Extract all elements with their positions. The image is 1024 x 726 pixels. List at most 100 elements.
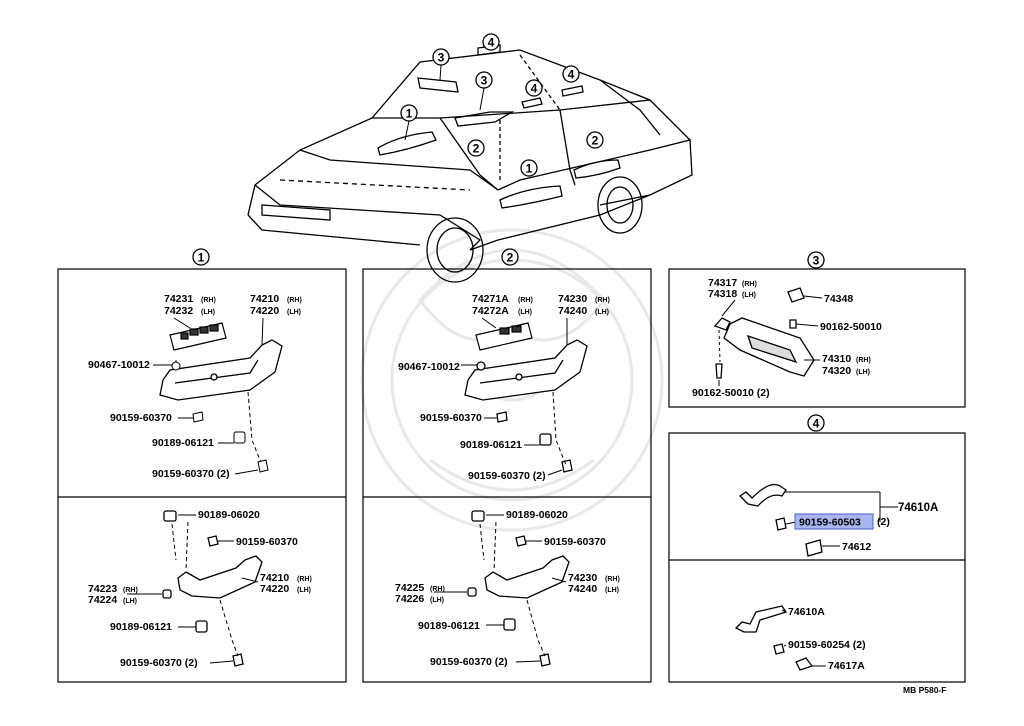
part-label: 4	[813, 417, 820, 431]
part-label: 74610A	[788, 606, 825, 618]
part-label: 74231	[164, 293, 193, 305]
part-label: 90159-60370 (2)	[430, 656, 508, 668]
part-label: 74232	[164, 305, 193, 317]
part-label: 74320	[822, 365, 851, 377]
part-label: 90159-60370 (2)	[468, 470, 546, 482]
sheet-code: MB P580-F	[903, 685, 946, 695]
part-label: 90189-06121	[418, 620, 480, 632]
highlighted-part[interactable]	[794, 513, 874, 530]
part-label: 74612	[842, 541, 871, 553]
part-label: (LH)	[518, 309, 532, 316]
part-label: 74617A	[828, 660, 865, 672]
switch-plate-74231	[169, 322, 227, 351]
part-label: (LH)	[201, 309, 215, 316]
part-label: 74240	[568, 583, 597, 595]
part-label: 3	[438, 51, 445, 65]
part-label: 74240	[558, 305, 587, 317]
part-label: (RH)	[287, 297, 302, 304]
part-label: (LH)	[123, 598, 137, 605]
part-label: 4	[568, 68, 575, 82]
callout-1-a: 1	[400, 104, 418, 141]
part-label: 90189-06020	[198, 509, 260, 521]
callout-2-a: 2	[467, 139, 485, 157]
part-label: 74210	[250, 293, 279, 305]
part-label: (2)	[877, 516, 890, 528]
part-label: 74224	[88, 594, 117, 606]
part-label: (RH)	[297, 576, 312, 583]
part-label: 90189-06121	[152, 437, 214, 449]
part-label: 90159-60370 (2)	[120, 657, 198, 669]
part-label: (RH)	[605, 576, 620, 583]
screw	[257, 459, 269, 473]
part-label: 74271A	[472, 293, 509, 305]
panel-3-sunvisor: 74317(RH) 74318(LH) 74348 90162-50010 74…	[692, 277, 882, 399]
panel-frames	[57, 268, 966, 683]
part-label: 90189-06121	[460, 439, 522, 451]
part-label: 4	[531, 82, 538, 96]
callout-1-b: 1	[520, 159, 538, 177]
part-label: 90467-10012	[88, 359, 150, 371]
part-label: (RH)	[518, 297, 533, 304]
callout-2-b: 2	[586, 131, 604, 149]
part-label: 90162-50010	[820, 321, 882, 333]
part-label: 90189-06121	[110, 621, 172, 633]
callout-4-a: 4	[482, 33, 500, 51]
part-label: 90159-60370	[544, 536, 606, 548]
part-label: 90159-60370	[236, 536, 298, 548]
part-label: 4	[488, 36, 495, 50]
part-label: (LH)	[287, 309, 301, 316]
part-label: (LH)	[430, 597, 444, 604]
part-label: (LH)	[595, 309, 609, 316]
part-label: 74226	[395, 593, 424, 605]
part-label: 74230	[558, 293, 587, 305]
part-label: 90159-60370	[420, 412, 482, 424]
panel-4-bottom: 74610A 90159-60254 (2) 74617A	[734, 605, 866, 672]
part-label: (LH)	[742, 292, 756, 299]
part-label: 74272A	[472, 305, 509, 317]
part-label: 74220	[250, 305, 279, 317]
part-label: 3	[813, 254, 820, 268]
part-label: (LH)	[856, 369, 870, 376]
part-label: (RH)	[595, 297, 610, 304]
part-label: 3	[481, 74, 488, 88]
part-label: (LH)	[605, 587, 619, 594]
callout-4-b: 4	[525, 79, 543, 97]
part-label: 74230	[568, 572, 597, 584]
panel-2-bottom: 90189-06020 90159-60370 74225 (RH) 74226 (…	[395, 509, 620, 668]
part-label: 74210	[260, 572, 289, 584]
part-label: 74225	[395, 582, 424, 594]
part-label: (RH)	[856, 357, 871, 364]
part-90159-60503[interactable]: 90159-60503	[799, 517, 861, 529]
panel-header-1: 1	[192, 248, 210, 266]
part-label: 74317	[708, 277, 737, 289]
callout-3-b: 3	[475, 71, 493, 111]
part-label: 74318	[708, 288, 737, 300]
clip	[233, 431, 246, 444]
panel-header-2: 2	[501, 248, 519, 266]
callout-3-a: 3	[432, 48, 450, 81]
part-label: (LH)	[297, 587, 311, 594]
part-label: (RH)	[430, 586, 445, 593]
armrest-74210	[159, 339, 283, 401]
part-label: 1	[406, 107, 413, 121]
panel-header-3: 3	[807, 251, 825, 269]
panel-header-4: 4	[807, 414, 825, 432]
panel-1-top: 74231(RH) 74232(LH) 74210(RH) 74220(LH) …	[88, 293, 302, 480]
car-overview	[247, 44, 693, 283]
part-label: 74610A	[898, 502, 938, 514]
part-label: (RH)	[123, 587, 138, 594]
part-label: 90159-60370	[110, 412, 172, 424]
part-label: 2	[473, 142, 480, 156]
screw	[192, 411, 204, 423]
part-label: (RH)	[201, 297, 216, 304]
callout-4-c: 4	[562, 65, 580, 83]
car-callouts: 3 4 3 4 4 1 2 1 2	[400, 33, 604, 177]
part-label: 90189-06020	[506, 509, 568, 521]
part-label: 1	[198, 251, 205, 265]
part-label: 2	[507, 251, 514, 265]
panel-4-top: 90159-60503 (2) 74610A 74612	[738, 483, 938, 557]
part-label: 74310	[822, 353, 851, 365]
panel-1-bottom: 90189-06020 90159-60370 74223 (RH) 74224 (…	[88, 509, 312, 669]
part-label: 74223	[88, 583, 117, 595]
